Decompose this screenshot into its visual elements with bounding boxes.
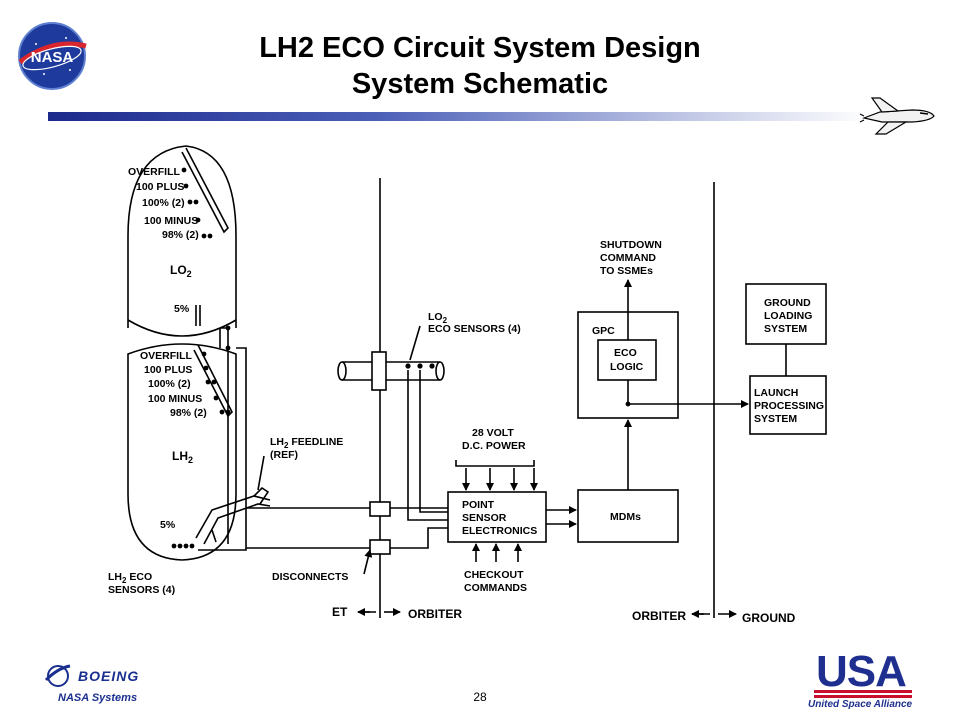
- shuttle-icon: [858, 94, 938, 136]
- launch-processing-box: [749, 375, 827, 435]
- svg-text:DISCONNECTS: DISCONNECTS: [272, 571, 348, 583]
- svg-text:100 MINUS: 100 MINUS: [144, 215, 198, 227]
- svg-text:CHECKOUT: CHECKOUT: [464, 569, 524, 581]
- lh2-tank: [127, 343, 237, 561]
- svg-text:MDMs: MDMs: [610, 511, 641, 523]
- svg-text:PROCESSING: PROCESSING: [754, 400, 824, 412]
- svg-text:98% (2): 98% (2): [170, 407, 207, 419]
- svg-text:(REF): (REF): [270, 449, 298, 461]
- svg-text:SHUTDOWN: SHUTDOWN: [600, 239, 662, 251]
- svg-text:28 VOLT: 28 VOLT: [472, 427, 514, 439]
- svg-text:ECO SENSORS (4): ECO SENSORS (4): [428, 323, 521, 335]
- lo2-feedline: [342, 361, 440, 381]
- svg-text:LOGIC: LOGIC: [610, 361, 644, 373]
- svg-text:5%: 5%: [174, 303, 190, 315]
- point-sensor-electronics: [447, 491, 547, 543]
- svg-text:ORBITER: ORBITER: [408, 607, 462, 621]
- svg-text:POINT: POINT: [462, 499, 495, 511]
- svg-text:TO SSMEs: TO SSMEs: [600, 265, 653, 277]
- nasa-logo: NASA: [14, 18, 90, 94]
- usa-subtitle: United Space Alliance: [808, 699, 913, 710]
- title-line-1: LH2 ECO Circuit System Design: [259, 32, 701, 64]
- svg-text:COMMANDS: COMMANDS: [464, 582, 527, 594]
- svg-text:ELECTRONICS: ELECTRONICS: [462, 525, 537, 537]
- svg-text:GROUND: GROUND: [764, 297, 811, 309]
- svg-text:LH2 ECO: LH2 ECO: [108, 571, 152, 585]
- svg-text:5%: 5%: [160, 519, 176, 531]
- svg-text:LH2: LH2: [172, 449, 193, 465]
- svg-text:LH2 FEEDLINE: LH2 FEEDLINE: [270, 436, 343, 450]
- svg-text:COMMAND: COMMAND: [600, 252, 656, 264]
- svg-text:NASA: NASA: [31, 49, 74, 66]
- lo2-tank: [127, 145, 237, 328]
- usa-wordmark: USA: [816, 647, 907, 696]
- lo2-overfill-label: OVERFILL: [128, 166, 181, 178]
- boeing-logo-icon: [44, 660, 72, 690]
- svg-text:100% (2): 100% (2): [142, 197, 185, 209]
- disconnect-2: [369, 539, 391, 555]
- svg-text:ECO: ECO: [614, 347, 637, 359]
- title-line-2: System Schematic: [351, 68, 609, 100]
- svg-text:98% (2): 98% (2): [162, 229, 199, 241]
- svg-text:LO2: LO2: [170, 263, 192, 279]
- svg-text:LOADING: LOADING: [764, 310, 812, 322]
- svg-text:SYSTEM: SYSTEM: [754, 413, 797, 425]
- svg-text:ORBITER: ORBITER: [632, 609, 686, 623]
- svg-text:ET: ET: [332, 605, 348, 619]
- svg-text:SENSORS (4): SENSORS (4): [108, 584, 175, 596]
- page-number: 28: [473, 690, 487, 704]
- boeing-wordmark: BOEING: [78, 668, 140, 684]
- svg-text:GPC: GPC: [592, 325, 615, 337]
- boeing-subtitle: NASA Systems: [58, 692, 138, 704]
- svg-text:100 MINUS: 100 MINUS: [148, 393, 202, 405]
- disconnect-1: [369, 501, 391, 517]
- svg-text:LAUNCH: LAUNCH: [754, 387, 798, 399]
- svg-text:D.C. POWER: D.C. POWER: [462, 440, 526, 452]
- eco-logic-box: [597, 339, 657, 381]
- title-rule: [48, 112, 870, 121]
- slide-title: LH2 ECO Circuit System Design System Sch…: [0, 30, 960, 102]
- svg-text:OVERFILL: OVERFILL: [140, 350, 193, 362]
- system-schematic: OVERFILL 100 PLUS 100% (2) 100 MINUS 98%…: [78, 140, 834, 638]
- svg-text:SYSTEM: SYSTEM: [764, 323, 807, 335]
- svg-text:LO2: LO2: [428, 311, 448, 325]
- svg-text:100 PLUS: 100 PLUS: [144, 364, 192, 376]
- svg-text:100% (2): 100% (2): [148, 378, 191, 390]
- usa-stripes: [814, 690, 912, 698]
- svg-text:GROUND: GROUND: [742, 611, 796, 625]
- svg-text:100 PLUS: 100 PLUS: [136, 181, 184, 193]
- svg-text:SENSOR: SENSOR: [462, 512, 507, 524]
